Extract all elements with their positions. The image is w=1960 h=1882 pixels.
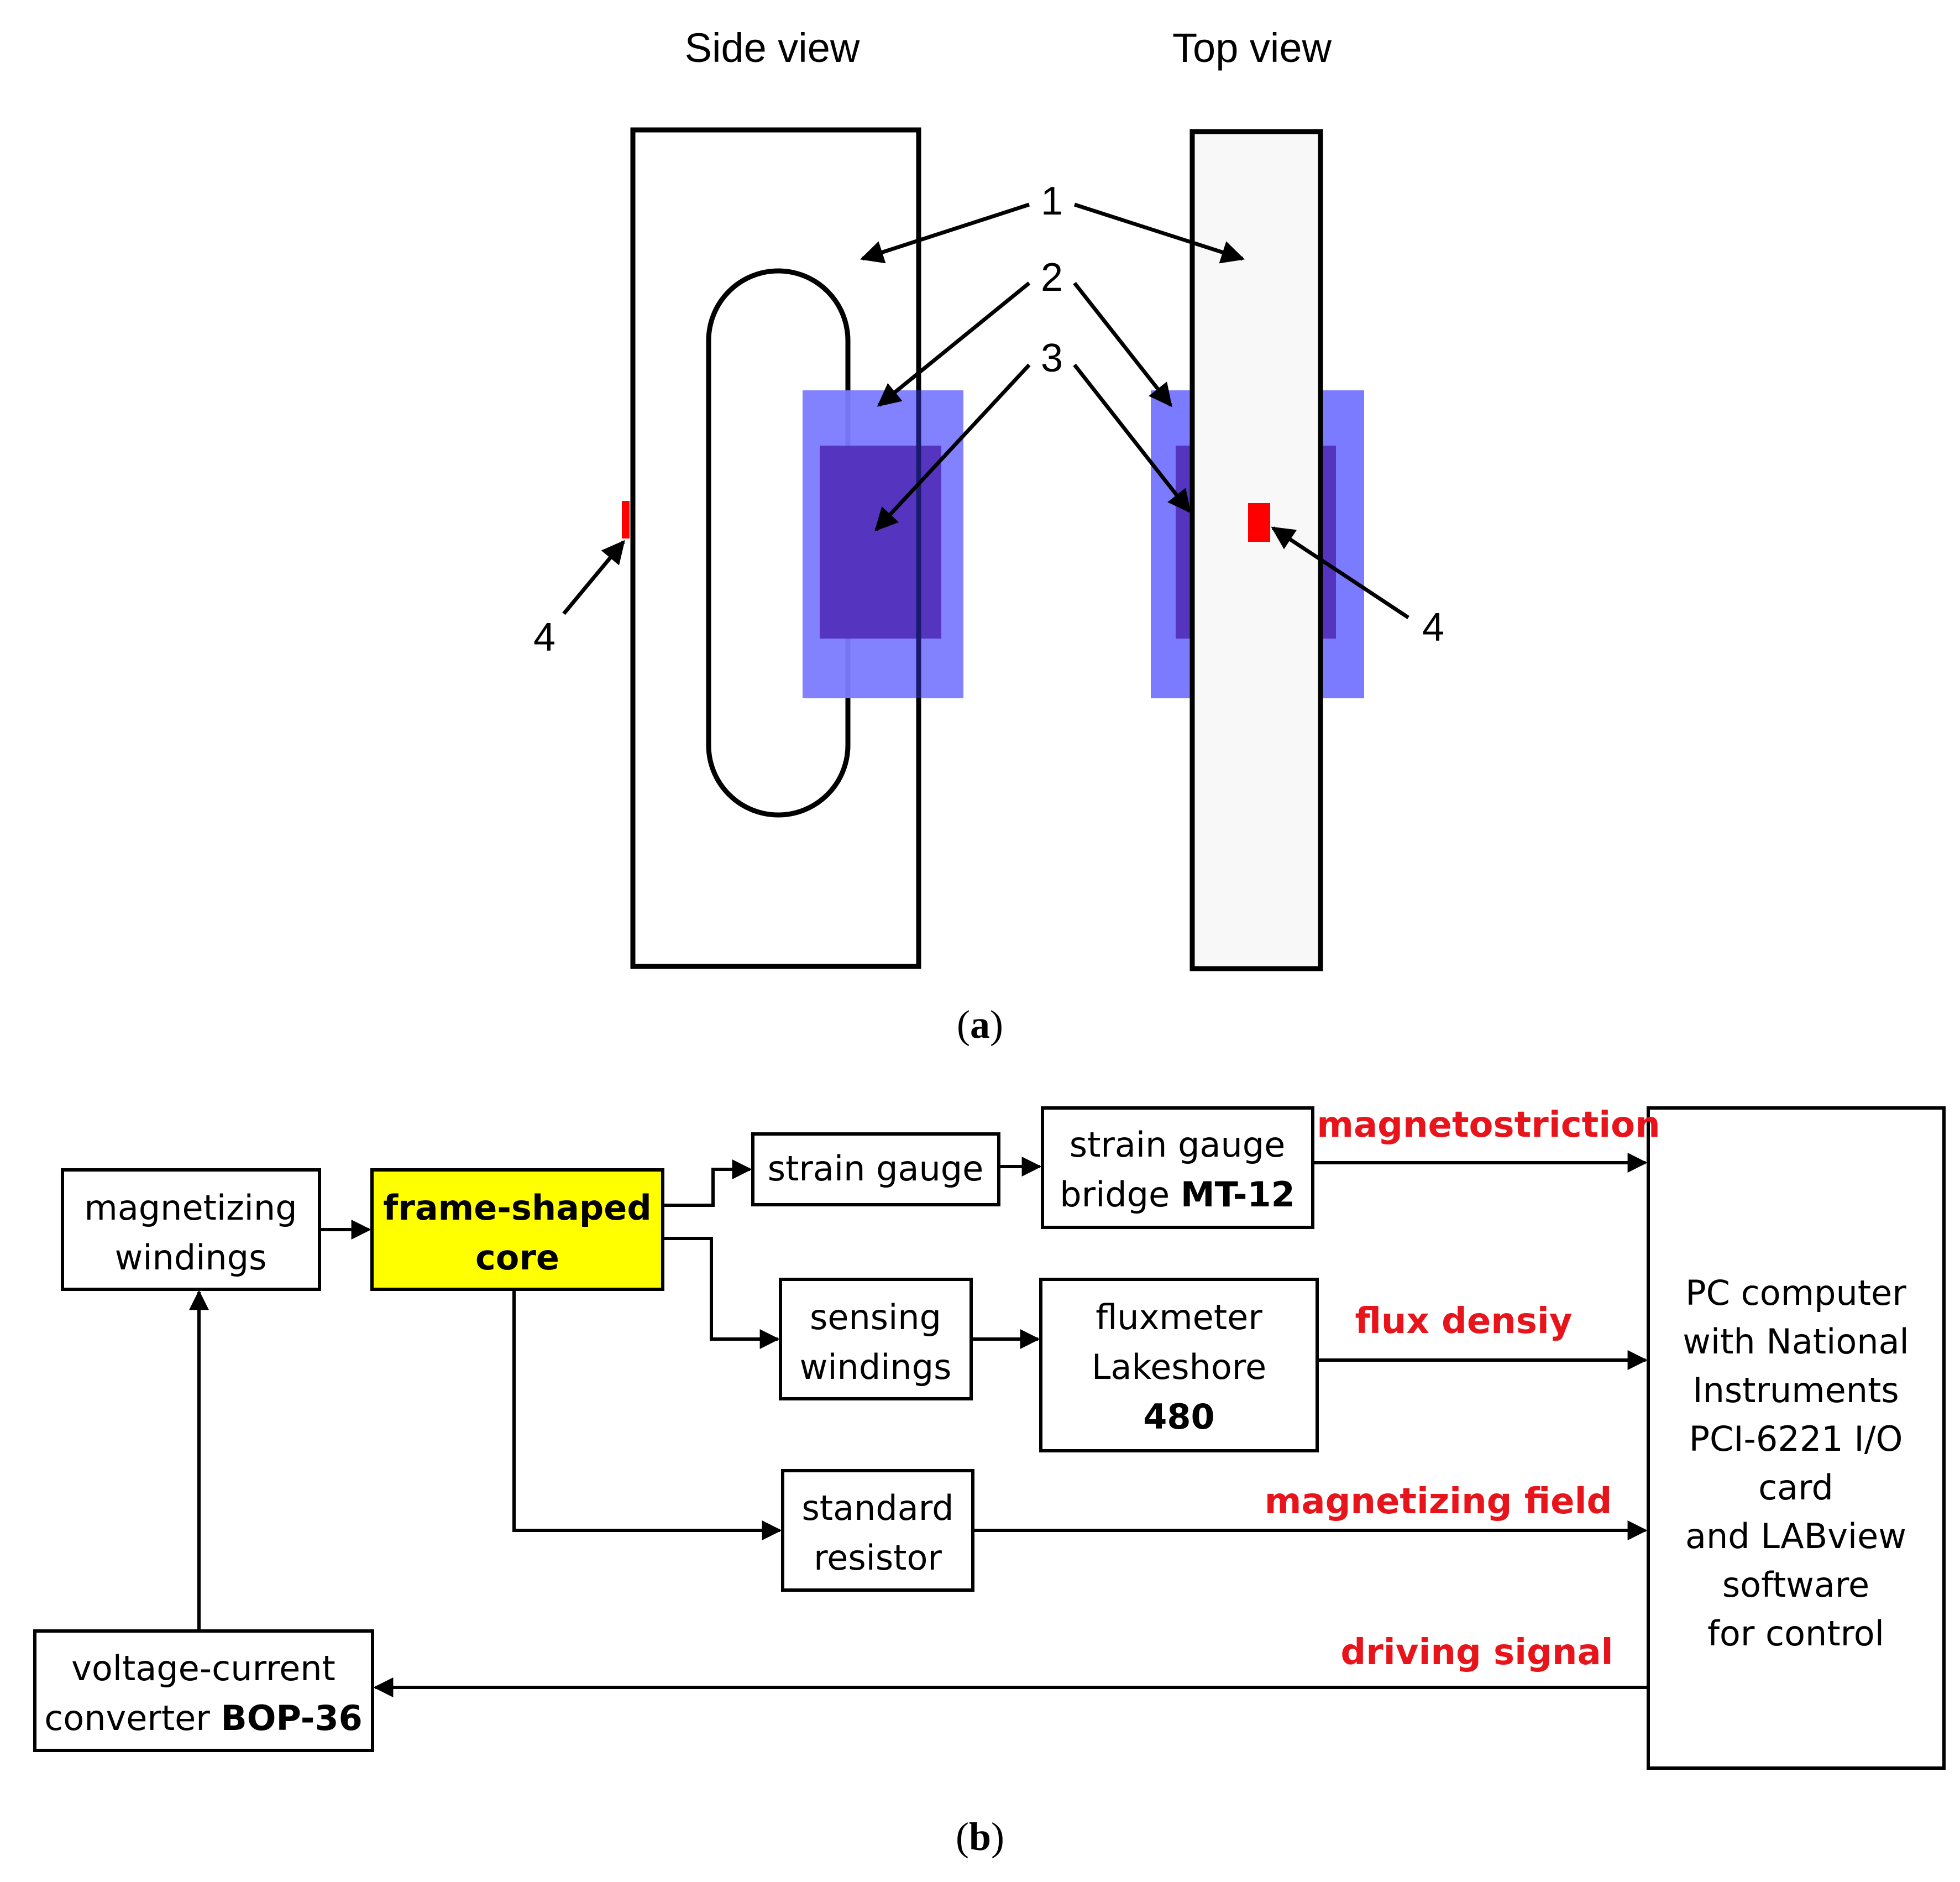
callout-4-left: 4 <box>533 615 555 660</box>
bridge-box <box>1041 1106 1314 1229</box>
strain-gauge-label: strain gauge <box>768 1148 983 1189</box>
sensing-windings-line1: sensing <box>810 1297 941 1337</box>
fluxmeter-line1: fluxmeter <box>1096 1297 1262 1337</box>
converter-line1: voltage-current <box>71 1648 336 1688</box>
top-view-strip <box>1189 129 1323 971</box>
standard-resistor-line1: standard <box>801 1488 953 1528</box>
pc-line5: card <box>1758 1467 1833 1508</box>
side-view-label: Side view <box>685 25 860 71</box>
callout-4-right: 4 <box>1422 605 1444 650</box>
pc-line2: with National <box>1683 1321 1909 1362</box>
caption-b: (b) <box>956 1815 1004 1859</box>
standard-resistor-line2: resistor <box>814 1538 942 1578</box>
magnetizing-windings-line1: magnetizing <box>84 1188 297 1228</box>
signal-magnetostriction: magnetostriction <box>1317 1105 1660 1146</box>
fluxmeter-line3: 480 <box>1143 1397 1214 1437</box>
standard-resistor-box <box>781 1469 974 1592</box>
sensing-windings-box <box>779 1278 973 1400</box>
pc-box <box>1647 1106 1946 1770</box>
signal-driving: driving signal <box>1340 1632 1613 1673</box>
magnetizing-windings-box <box>61 1168 321 1291</box>
panel-b: magnetizing windings frame-shaped core s… <box>33 1105 1946 1859</box>
bridge-line1: strain gauge <box>1070 1125 1285 1165</box>
pc-line3: Instruments <box>1692 1370 1899 1410</box>
magnetizing-windings-line2: windings <box>115 1237 267 1278</box>
caption-a: (a) <box>957 1002 1003 1047</box>
callout-2: 2 <box>1041 255 1063 300</box>
frame-core-box <box>370 1168 664 1291</box>
signal-flux-density: flux densiy <box>1355 1301 1572 1342</box>
signal-magnetizing-field: magnetizing field <box>1265 1481 1612 1522</box>
frame-core-line2: core <box>475 1237 559 1278</box>
arrow-1-top <box>1073 202 1245 264</box>
connectors <box>189 1153 1648 1697</box>
callout-3: 3 <box>1041 336 1063 380</box>
arrow-core-to-sensing <box>663 1237 780 1349</box>
sensing-windings-line2: windings <box>800 1347 952 1387</box>
pc-line4: PCI-6221 I/O <box>1689 1419 1903 1459</box>
callout-1: 1 <box>1041 179 1063 223</box>
pc-line7: software <box>1722 1565 1869 1605</box>
panel-a: Side view Top view 1 2 3 4 4 <box>533 25 1444 1047</box>
side-view <box>622 127 963 969</box>
converter-box <box>33 1629 374 1752</box>
arrow-4-side <box>562 540 625 615</box>
strain-gauge-box <box>751 1132 1000 1206</box>
arrow-3-top <box>1073 363 1191 514</box>
arrow-2-side <box>877 281 1031 407</box>
top-view <box>1151 129 1364 971</box>
converter-line2: converter BOP-36 <box>44 1698 363 1738</box>
fluxmeter-line2: Lakeshore <box>1092 1347 1266 1387</box>
fluxmeter-box <box>1039 1278 1319 1452</box>
callout-arrows <box>562 202 1409 619</box>
side-view-coil-inner <box>820 446 941 639</box>
side-view-sensor <box>622 501 630 539</box>
pc-text: PC computer with National Instruments PC… <box>1683 1273 1909 1654</box>
frame-core-line1: frame-shaped <box>383 1188 651 1228</box>
top-view-label: Top view <box>1172 25 1332 71</box>
arrow-4-top <box>1271 526 1409 619</box>
arrow-2-top <box>1073 281 1172 407</box>
pc-line1: PC computer <box>1685 1273 1906 1313</box>
pc-line8: for control <box>1707 1613 1884 1654</box>
pc-line6: and LABview <box>1685 1516 1906 1556</box>
arrow-core-to-resistor <box>512 1289 782 1540</box>
top-view-sensor <box>1248 503 1270 542</box>
arrow-1-side <box>860 202 1030 264</box>
bridge-line2: bridge MT-12 <box>1060 1174 1295 1215</box>
arrow-3-side <box>874 363 1031 532</box>
arrow-core-to-strain-gauge <box>663 1159 752 1207</box>
